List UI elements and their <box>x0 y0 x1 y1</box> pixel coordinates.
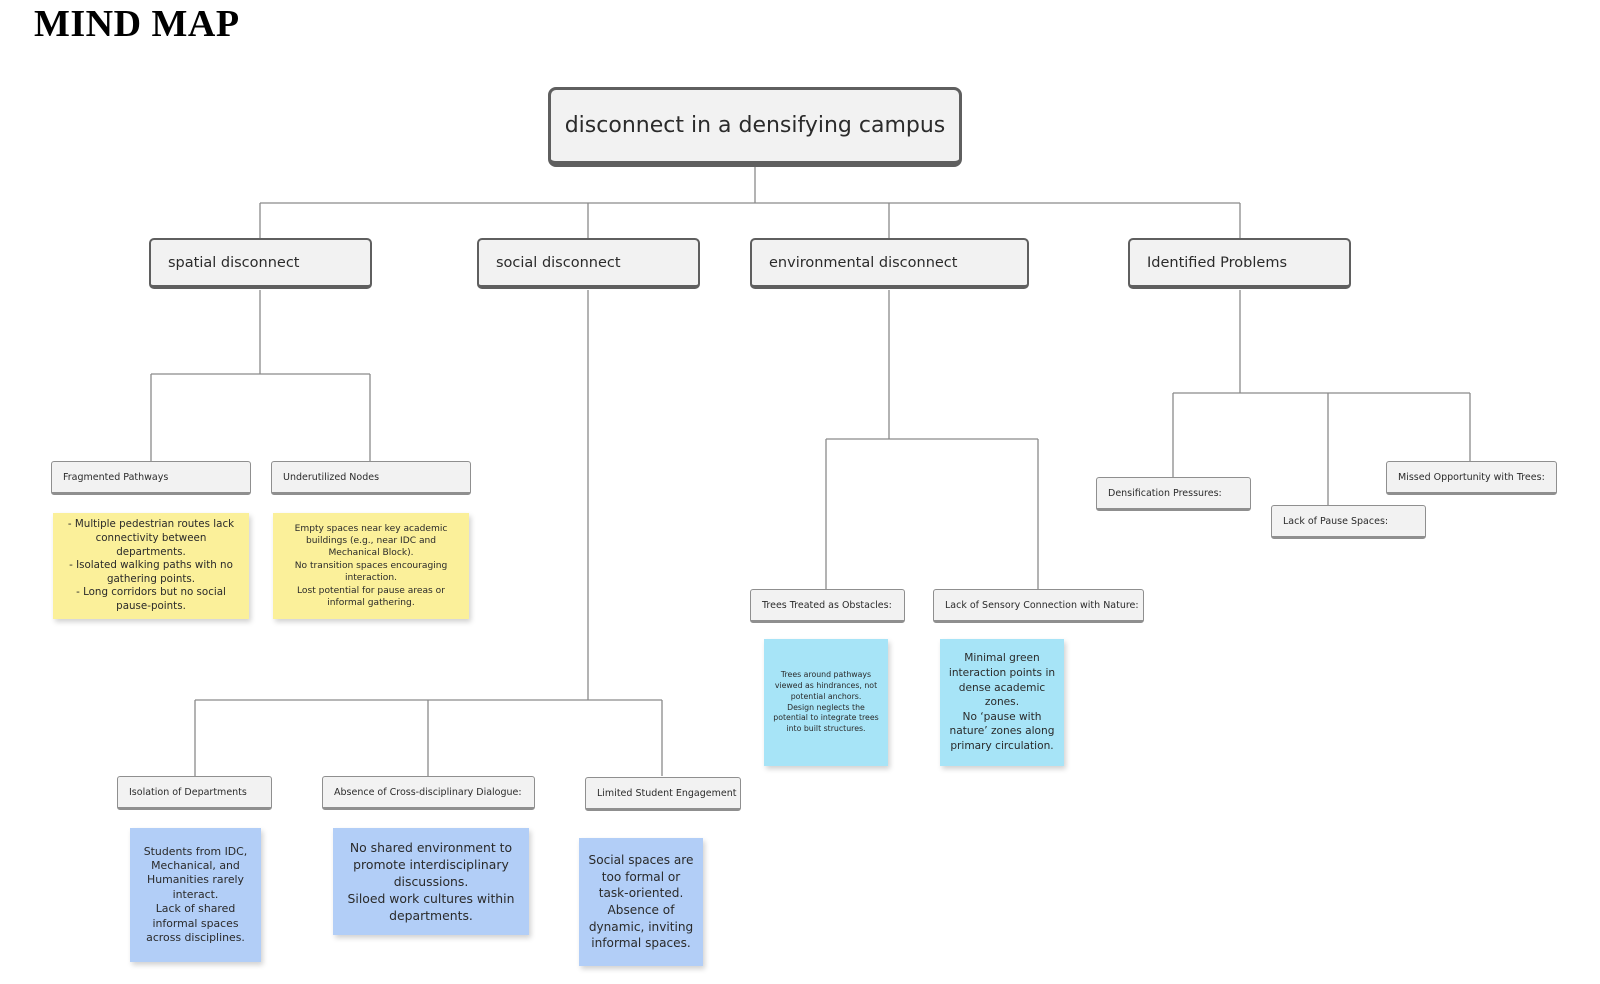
topic-label: Densification Pressures: <box>1108 487 1222 499</box>
topic-label: Lack of Pause Spaces: <box>1283 515 1389 527</box>
topic-lack-of-pause-spaces[interactable]: Lack of Pause Spaces: <box>1271 505 1426 539</box>
topic-label: Limited Student Engagement <box>597 787 737 799</box>
branch-identified-problems[interactable]: Identified Problems <box>1128 238 1351 289</box>
topic-label: Trees Treated as Obstacles: <box>762 599 892 611</box>
branch-environmental-disconnect[interactable]: environmental disconnect <box>750 238 1029 289</box>
topic-absence-of-dialogue[interactable]: Absence of Cross-disciplinary Dialogue: <box>322 776 535 810</box>
topic-label: Isolation of Departments <box>129 786 247 798</box>
sticky-note-fragmented-pathways[interactable]: - Multiple pedestrian routes lack connec… <box>53 513 249 619</box>
connector-environmental-children <box>825 290 1039 589</box>
connector-problems-children <box>1172 290 1471 505</box>
topic-label: Absence of Cross-disciplinary Dialogue: <box>334 786 522 798</box>
topic-label: Underutilized Nodes <box>283 471 380 483</box>
branch-social-disconnect[interactable]: social disconnect <box>477 238 700 289</box>
page-title: MIND MAP <box>34 3 240 45</box>
topic-densification-pressures[interactable]: Densification Pressures: <box>1096 477 1251 511</box>
connector-spatial-children <box>150 290 371 461</box>
root-node-label: disconnect in a densifying campus <box>564 113 946 138</box>
root-node[interactable]: disconnect in a densifying campus <box>548 87 962 167</box>
branch-label: spatial disconnect <box>168 254 300 271</box>
sticky-note-underutilized-nodes[interactable]: Empty spaces near key academic buildings… <box>273 513 469 619</box>
topic-limited-student-engagement[interactable]: Limited Student Engagement <box>585 777 741 811</box>
topic-label: Missed Opportunity with Trees: <box>1398 471 1545 483</box>
sticky-note-sensory-connection[interactable]: Minimal green interaction points in dens… <box>940 639 1064 766</box>
sticky-note-absence-dialogue[interactable]: No shared environment to promote interdi… <box>333 828 529 935</box>
topic-trees-as-obstacles[interactable]: Trees Treated as Obstacles: <box>750 589 905 623</box>
branch-label: social disconnect <box>496 254 621 271</box>
sticky-note-trees-obstacles[interactable]: Trees around pathways viewed as hindranc… <box>764 639 888 766</box>
branch-label: Identified Problems <box>1147 254 1288 271</box>
topic-sensory-connection[interactable]: Lack of Sensory Connection with Nature: <box>933 589 1144 623</box>
topic-isolation-of-departments[interactable]: Isolation of Departments <box>117 776 272 810</box>
topic-underutilized-nodes[interactable]: Underutilized Nodes <box>271 461 471 495</box>
branch-spatial-disconnect[interactable]: spatial disconnect <box>149 238 372 289</box>
topic-missed-opportunity-trees[interactable]: Missed Opportunity with Trees: <box>1386 461 1557 495</box>
sticky-note-limited-engagement[interactable]: Social spaces are too formal or task-ori… <box>579 838 703 966</box>
topic-fragmented-pathways[interactable]: Fragmented Pathways <box>51 461 251 495</box>
topic-label: Lack of Sensory Connection with Nature: <box>945 599 1139 611</box>
topic-label: Fragmented Pathways <box>63 471 169 483</box>
branch-label: environmental disconnect <box>769 254 958 271</box>
connector-social-children <box>194 290 663 776</box>
sticky-note-isolation[interactable]: Students from IDC, Mechanical, and Human… <box>130 828 261 962</box>
